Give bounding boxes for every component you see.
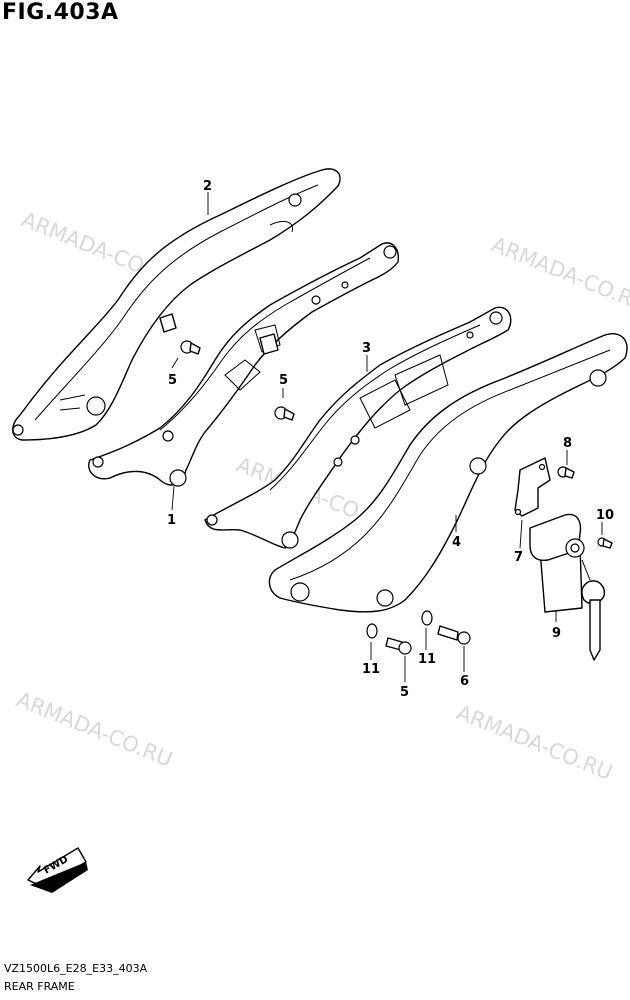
- part-3-right-frame: [204, 306, 512, 549]
- figure-title: FIG.403A: [2, 0, 119, 25]
- callout-8: 8: [563, 436, 572, 451]
- bolt-10: [597, 537, 613, 549]
- washer-11-left: [366, 623, 378, 639]
- callouts: 2 5 5 3 1 8 7 10 4 9 11 11 5 6: [167, 179, 614, 700]
- bolt-8: [557, 466, 575, 479]
- watermark-4: ARMADA-CO.RU: [13, 687, 176, 771]
- part-7-bracket: [514, 457, 551, 517]
- watermark-5: ARMADA-CO.RU: [453, 700, 616, 784]
- callout-5-mid: 5: [279, 373, 288, 388]
- callout-2: 2: [203, 179, 212, 194]
- callout-10: 10: [596, 508, 614, 523]
- part-2-grip-cover: [12, 168, 341, 441]
- washer-11-right: [421, 610, 433, 626]
- callout-6: 6: [460, 674, 469, 689]
- callout-11-left: 11: [362, 662, 380, 677]
- callout-5-lower: 5: [400, 685, 409, 700]
- callout-4: 4: [452, 535, 461, 550]
- fwd-arrow-icon: FWD: [27, 847, 88, 893]
- part-4-right-grip-cover: [268, 333, 628, 613]
- bolt-5-lower: [385, 637, 412, 655]
- part-9-helmet-lock: [529, 513, 605, 661]
- callout-11-right: 11: [418, 652, 436, 667]
- part-1-left-frame: [88, 242, 399, 487]
- bolt-5-mid: [274, 406, 295, 421]
- callout-5-upper: 5: [168, 373, 177, 388]
- watermark-2: ARMADA-CO.RU: [488, 232, 630, 316]
- figure-name: REAR FRAME: [4, 980, 75, 993]
- callout-3: 3: [362, 341, 371, 356]
- callout-1: 1: [167, 513, 176, 528]
- callout-7: 7: [514, 550, 523, 565]
- leader-lines: [171, 192, 603, 682]
- bolt-6: [437, 625, 471, 645]
- bolt-5-upper: [180, 340, 201, 355]
- figure-code: VZ1500L6_E28_E33_403A: [4, 962, 148, 975]
- callout-9: 9: [552, 626, 561, 641]
